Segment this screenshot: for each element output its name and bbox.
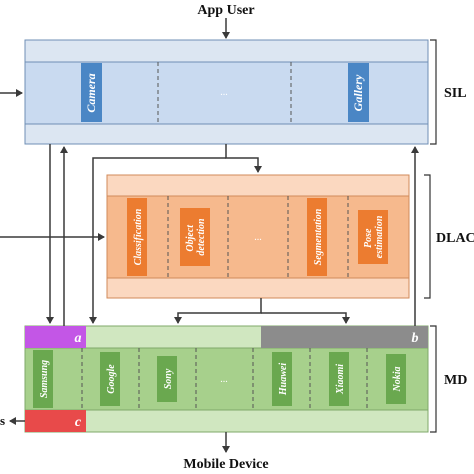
md-layer: a b c Samsung Google Sony ... Huawei Xia… [24,325,429,433]
arrow-sil-to-dlac [225,144,262,173]
dlac-module-classification-box [127,198,147,276]
mobile-device-label: Mobile Device [183,457,268,472]
sil-layer: Camera ... Gallery [24,39,429,145]
arrow-dlac-to-md-left [174,298,262,324]
dlac-module-object-detection-box [180,208,210,266]
sil-module-camera: Camera [84,73,98,112]
sil-module-gallery: Gallery [351,74,365,111]
dlac-module-classification: Classification [133,208,144,265]
app-user-label: App User [197,3,254,18]
sil-label: SIL [444,86,467,101]
md-inner-box [24,347,429,411]
dlac-layer: Classification Object detection ... Segm… [106,174,410,299]
md-tag-b-box [261,326,428,348]
dlac-label: DLAC [436,231,474,246]
dlac-module-pose-estimation: Pose estimation [363,215,385,258]
dlac-module-pose-estimation-box [358,210,388,264]
sil-module-gallery-box [348,63,369,122]
dlac-module-pose-estimation-line2: estimation [374,215,385,258]
md-tag-a-box [25,326,86,348]
dlac-module-pose-estimation-line1: Pose [363,228,374,248]
dlac-bracket [424,174,431,299]
connectors [0,89,419,453]
md-module-samsung: Samsung [39,360,50,398]
cut-left-text: s [0,413,5,428]
sil-module-camera-box [81,63,102,122]
md-tag-b: b [412,331,419,346]
sil-bracket [430,39,437,145]
md-module-samsung-box [33,350,53,408]
md-module-nokia-box [386,354,406,404]
md-tag-c: c [75,415,82,430]
md-tag-a: a [75,331,82,346]
md-module-sony-box [157,356,177,402]
dlac-module-object-detection-line2: detection [196,218,207,256]
dlac-module-segmentation: Segmentation [313,208,324,265]
md-module-sony: Sony [163,368,174,389]
arrow-dlac-to-md-right [261,312,350,324]
md-module-ellipsis: ... [220,374,228,385]
dlac-module-object-detection: Object detection [185,218,207,256]
dlac-module-object-detection-line1: Object [185,224,196,252]
md-module-xiaomi-box [329,352,349,406]
md-module-google: Google [106,364,117,394]
dlac-module-ellipsis: ... [254,232,262,243]
md-module-huawei-box [272,352,292,406]
md-module-huawei: Huawei [278,363,289,396]
arrow-dlac-loop-to-md [89,157,226,324]
dlac-module-segmentation-box [307,198,327,276]
md-bracket [430,325,437,433]
md-tag-c-box [25,410,86,432]
md-label: MD [444,373,467,388]
md-module-nokia: Nokia [392,367,403,393]
sil-module-ellipsis: ... [220,87,228,98]
md-module-xiaomi: Xiaomi [335,364,346,395]
md-module-google-box [100,352,120,406]
